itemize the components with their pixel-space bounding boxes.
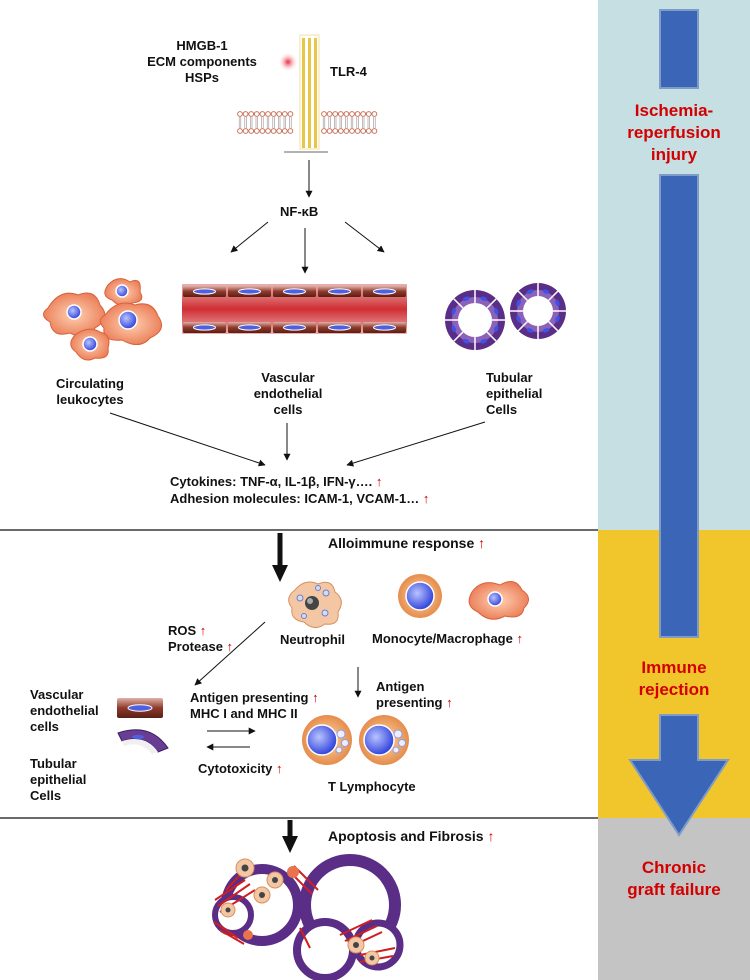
stage-chronic-line-1: Chronic [641, 858, 707, 877]
arrow-neutrophil-ros [194, 621, 266, 686]
stage-label-chronic: Chronic graft failure [605, 857, 743, 901]
antigen-mhc-label: Antigen presenting ↑ MHC I and MHC II [190, 690, 319, 722]
protease-text: Protease [168, 639, 223, 654]
tubular-line-3: Cells [486, 402, 518, 417]
vascular2-line-1: Vascular [30, 687, 84, 702]
t-lymphocyte-label: T Lymphocyte [328, 779, 416, 794]
up-arrow-icon: ↑ [478, 535, 486, 551]
progress-arrow-mid [659, 174, 699, 638]
leukocytes-line-2: leukocytes [56, 392, 124, 407]
leukocytes-line-1: Circulating [56, 376, 124, 391]
antigen-right-line-2: presenting [376, 695, 443, 710]
vascular2-line-3: cells [30, 719, 59, 734]
arrow-leukocytes-cytokines [109, 412, 266, 467]
neutrophil-label: Neutrophil [280, 632, 345, 647]
macrophage-cell [468, 580, 529, 620]
monocyte-label: Monocyte/Macrophage ↑ [372, 631, 523, 647]
ros-text: ROS [168, 623, 197, 638]
stage-label-immune: Immune rejection [605, 657, 743, 701]
tlr4-receptor [299, 34, 320, 150]
t-lymphocyte-cell-2 [359, 715, 409, 765]
progress-arrow-top [659, 9, 699, 89]
ros-label: ROS ↑ Protease ↑ [168, 623, 233, 655]
ligand-ecm: ECM components [147, 54, 257, 69]
fibrotic-tissue [212, 854, 404, 980]
up-arrow-icon: ↑ [487, 828, 495, 844]
tubular-cells-label: Tubular epithelial Cells [30, 756, 86, 804]
adhesion-text: Adhesion molecules: ICAM-1, VCAM-1… [170, 491, 420, 506]
stage-ischemia-line-2: reperfusion [627, 123, 721, 142]
fibrosis-title-text: Apoptosis and Fibrosis [328, 828, 484, 844]
cytotoxicity-label: Cytotoxicity ↑ [198, 761, 283, 777]
antigen-right-line-1: Antigen [376, 679, 425, 694]
tubular-line-1: Tubular [486, 370, 533, 385]
cytokines-label: Cytokines: TNF-α, IL-1β, IFN-γ…. ↑ [170, 474, 382, 490]
receptor-label: TLR-4 [330, 64, 367, 79]
antigen-mid-text: Antigen presenting [190, 690, 309, 705]
vascular-line-2: endothelial [253, 386, 323, 401]
blood-vessel [182, 284, 407, 334]
up-arrow-icon: ↑ [516, 631, 523, 646]
up-arrow-icon: ↑ [199, 623, 207, 638]
tubular-line-2: epithelial [486, 386, 543, 401]
stage-ischemia-line-1: Ischemia- [634, 101, 714, 120]
t-lymphocyte-cell-1 [302, 715, 352, 765]
stage-ischemia-line-3: injury [650, 145, 698, 164]
arrow-nfkb-tubular [344, 221, 385, 253]
vascular2-line-2: endothelial [30, 703, 99, 718]
mhc-text: MHC I and MHC II [190, 706, 298, 721]
monocyte-text: Monocyte/Macrophage [372, 631, 513, 646]
up-arrow-icon: ↑ [422, 491, 430, 506]
progress-arrowhead [628, 714, 730, 837]
ligand-hsps: HSPs [185, 70, 219, 85]
cytokines-text: Cytokines: TNF-α, IL-1β, IFN-γ…. [170, 474, 373, 489]
alloimmune-title-text: Alloimmune response [328, 535, 475, 551]
vascular-line-3: cells [273, 402, 303, 417]
monocyte-cell [398, 574, 442, 618]
tubule-ring-left [445, 290, 505, 350]
vascular-line-1: Vascular [261, 370, 315, 385]
ligand-dot [278, 52, 298, 72]
tubular-segment-icon [117, 729, 169, 754]
up-arrow-icon: ↑ [446, 695, 453, 710]
stage-immune-line-1: Immune [641, 658, 707, 677]
thick-arrowhead-alloimmune [272, 565, 288, 582]
antigen-presenting-right-label: Antigen presenting ↑ [376, 679, 453, 711]
adhesion-label: Adhesion molecules: ICAM-1, VCAM-1… ↑ [170, 491, 429, 507]
nfkb-label: NF-κB [280, 204, 319, 219]
stage-immune-line-2: rejection [638, 680, 710, 699]
up-arrow-icon: ↑ [375, 474, 383, 489]
tubular-label: Tubular epithelial Cells [486, 370, 542, 418]
up-arrow-icon: ↑ [312, 690, 319, 705]
neutrophil-cell [288, 581, 342, 628]
up-arrow-icon: ↑ [276, 761, 283, 776]
thick-arrowhead-fibrosis [282, 836, 298, 853]
stage-band-chronic [598, 818, 750, 980]
cytotoxicity-text: Cytotoxicity [198, 761, 273, 776]
ligand-list: HMGB-1 ECM components HSPs [132, 38, 272, 86]
cell-membrane [237, 111, 378, 134]
alloimmune-title: Alloimmune response ↑ [328, 535, 485, 551]
up-arrow-icon: ↑ [226, 639, 234, 654]
ligand-hmgb1: HMGB-1 [176, 38, 228, 53]
tubule-ring-right [510, 283, 566, 339]
arrow-nfkb-leukocytes [230, 221, 269, 253]
leukocyte-cluster [43, 278, 163, 361]
vascular-segment-icon [117, 698, 163, 718]
vascular-cells-label: Vascular endothelial cells [30, 687, 99, 735]
stage-chronic-line-2: graft failure [627, 880, 721, 899]
leukocytes-label: Circulating leukocytes [30, 376, 150, 408]
arrow-tubular-cytokines [346, 421, 486, 467]
tubular2-line-1: Tubular [30, 756, 77, 771]
tubular2-line-2: epithelial [30, 772, 87, 787]
fibrosis-title: Apoptosis and Fibrosis ↑ [328, 828, 494, 844]
stage-label-ischemia: Ischemia- reperfusion injury [605, 100, 743, 166]
tubular2-line-3: Cells [30, 788, 62, 803]
vascular-label: Vascular endothelial cells [233, 370, 343, 418]
